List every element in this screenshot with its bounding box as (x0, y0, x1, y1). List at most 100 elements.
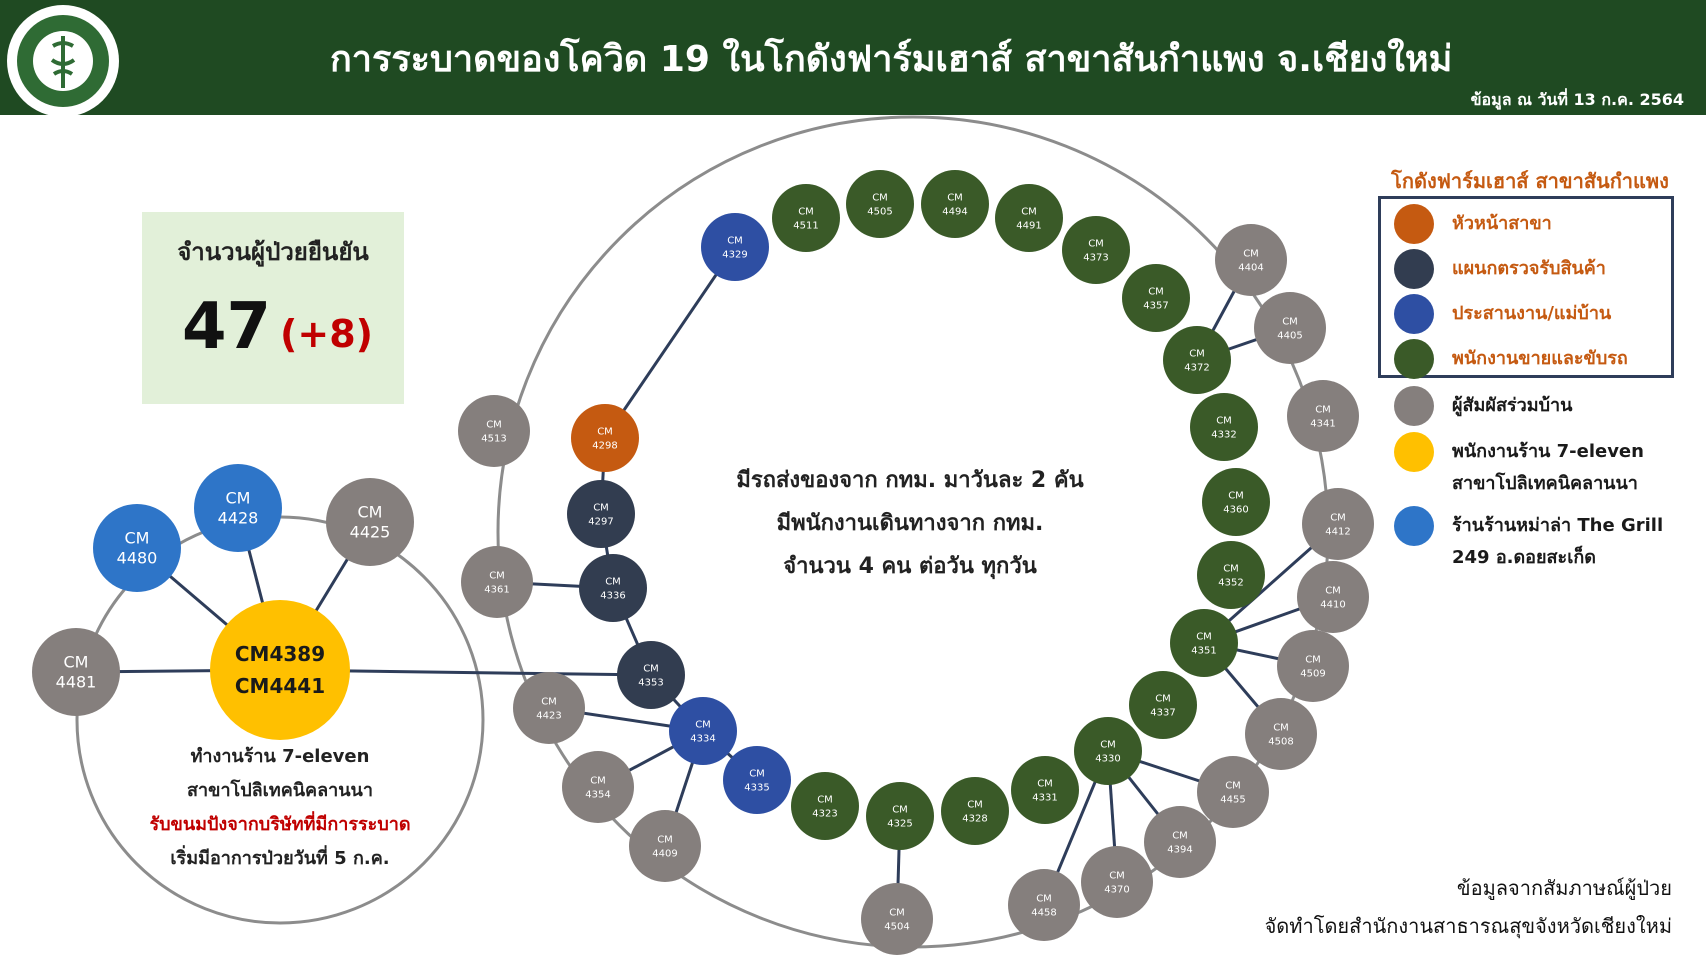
node-label: 4513 (481, 434, 506, 445)
node-label: 4334 (690, 734, 715, 745)
confirmed-cases-delta: (+8) (280, 312, 374, 356)
node-label: CM (1148, 287, 1164, 298)
page-title: การระบาดของโควิด 19 ในโกดังฟาร์มเฮาส์ สา… (330, 39, 1453, 80)
node-cm4409: CM 4409 (629, 810, 701, 882)
legend-label: หัวหน้าสาขา (1452, 213, 1552, 234)
node-label: 4511 (793, 221, 818, 232)
node-label: CM (749, 769, 765, 780)
legend-swatch (1394, 386, 1434, 426)
node-cm4360: CM 4360 (1202, 468, 1270, 536)
node-label: 4353 (638, 678, 663, 689)
legend-label: ประสานงาน/แม่บ้าน (1452, 303, 1612, 324)
node-cm4511: CM 4511 (772, 184, 840, 252)
node-label: CM (657, 835, 673, 846)
node-label: 4341 (1310, 419, 1335, 430)
legend-title: โกดังฟาร์มเฮาส์ สาขาสันกำแพง (1391, 169, 1669, 193)
node-label: 4423 (536, 711, 561, 722)
seven-note-line1: ทำงานร้าน 7-eleven (190, 746, 370, 767)
node-cm4341: CM 4341 (1287, 380, 1359, 452)
legend-swatch (1394, 506, 1434, 546)
node-label: CM (1228, 491, 1244, 502)
confirmed-cases-value: 47 (182, 290, 272, 364)
node-label: CM (1225, 781, 1241, 792)
node-label: CM (1315, 405, 1331, 416)
node-cm4373: CM 4373 (1062, 216, 1130, 284)
node-label: CM (889, 908, 905, 919)
node-label: CM (727, 236, 743, 247)
node-label: CM (226, 489, 251, 508)
node-label: 4425 (350, 523, 391, 542)
center-note-line1: มีรถส่งของจาก กทม. มาวันละ 2 คัน (736, 468, 1084, 493)
node-label: CM (486, 420, 502, 431)
node-label: 4373 (1083, 253, 1108, 264)
legend-label-line2: สาขาโปลิเทคนิคลานนา (1452, 473, 1638, 494)
center-note-line3: จำนวน 4 คน ต่อวัน ทุกวัน (783, 554, 1037, 579)
node-label: CM (590, 776, 606, 787)
node-label: CM (1088, 239, 1104, 250)
node-label: 4455 (1220, 795, 1245, 806)
node-label: 4394 (1167, 845, 1192, 856)
node-label: CM (892, 805, 908, 816)
node-label: CM (358, 503, 383, 522)
node-label: 4409 (652, 849, 677, 860)
date-label: ข้อมูล ณ วันที่ 13 ก.ค. 2564 (1470, 90, 1684, 109)
legend-label: พนักงานขายและขับรถ (1452, 348, 1628, 369)
edge-cm4329-cm4298 (603, 246, 737, 439)
legend-box (1378, 196, 1674, 378)
legend-label: ผู้สัมผัสร่วมบ้าน (1452, 395, 1573, 416)
header-bar (0, 0, 1706, 115)
node-label: CM (1330, 513, 1346, 524)
node-label: 4504 (884, 922, 909, 933)
legend-swatch (1394, 204, 1434, 244)
legend-item: พนักงานขายและขับรถ (1394, 339, 1628, 379)
node-label: 4458 (1031, 908, 1056, 919)
node-label: CM (597, 427, 613, 438)
node-label: 4360 (1223, 505, 1248, 516)
confirmed-cases-label: จำนวนผู้ป่วยยืนยัน (177, 238, 369, 266)
legend-swatch (1394, 294, 1434, 334)
node-label: CM4441 (235, 674, 325, 698)
node-label: CM (967, 800, 983, 811)
node-label: 4509 (1300, 669, 1325, 680)
node-label: 4332 (1211, 430, 1236, 441)
legend-item: หัวหน้าสาขา (1394, 204, 1552, 244)
legend-label: แผนกตรวจรับสินค้า (1452, 258, 1606, 279)
node-label: CM (695, 720, 711, 731)
node-label: 4354 (585, 790, 610, 801)
node-label: CM (1155, 694, 1171, 705)
node-label: 4328 (962, 814, 987, 825)
node-label: CM (593, 503, 609, 514)
node-cm4504: CM 4504 (861, 883, 933, 955)
legend-swatch (1394, 432, 1434, 472)
node-label: 4505 (867, 207, 892, 218)
node-label: CM (1172, 831, 1188, 842)
node-label: CM (798, 207, 814, 218)
node-label: 4361 (484, 585, 509, 596)
node-label: 4330 (1095, 754, 1120, 765)
node-label: 4481 (56, 673, 97, 692)
node-label: 4337 (1150, 708, 1175, 719)
legend-item: ประสานงาน/แม่บ้าน (1394, 294, 1611, 334)
node-label: 4405 (1277, 331, 1302, 342)
legend-label: พนักงานร้าน 7-eleven (1452, 441, 1644, 462)
